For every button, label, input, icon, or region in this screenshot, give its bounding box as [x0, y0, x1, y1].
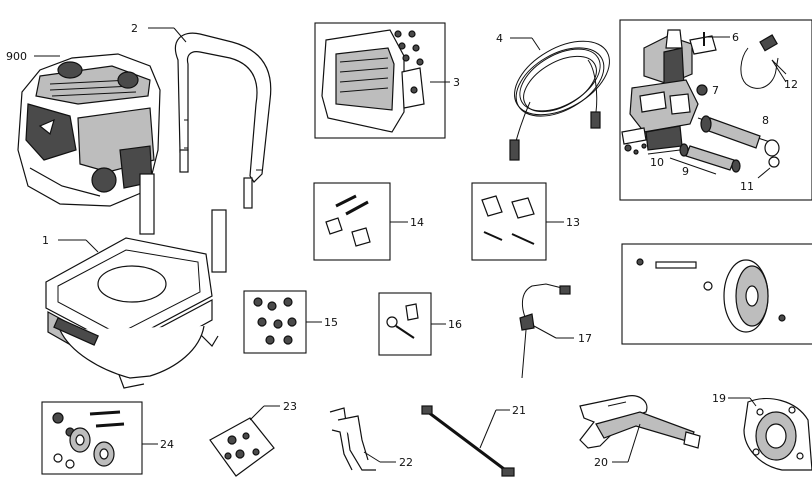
part-16-pin: [386, 303, 419, 339]
callout-15: 15: [324, 316, 338, 329]
callout-23: 23: [283, 400, 297, 413]
part-23-hardware-bag: [209, 417, 275, 477]
callout-21: 21: [512, 404, 526, 417]
callout-14: 14: [410, 216, 424, 229]
callout-13: 13: [566, 216, 580, 229]
callout-10: 10: [650, 156, 664, 169]
part-8-hose-kit: [697, 115, 780, 157]
part-21-spray-wand: [421, 405, 515, 477]
callout-20: 20: [594, 456, 608, 469]
callout-2: 2: [131, 22, 138, 35]
part-wheel-kit: [636, 258, 786, 333]
callout-17: 17: [578, 332, 592, 345]
part-3-panel: [321, 29, 425, 133]
callout-24: 24: [160, 438, 174, 451]
part-20-spray-gun: [579, 395, 701, 449]
part-900-engine: [17, 53, 161, 207]
callout-22: 22: [399, 456, 413, 469]
part-13-box: [471, 182, 547, 261]
part-2-handle: [174, 32, 272, 209]
part-15-hardware: [253, 297, 297, 345]
part-14-kit: [325, 194, 371, 247]
callout-16: 16: [448, 318, 462, 331]
part-24-wheel-hardware: [52, 410, 125, 469]
part-1-frame: [45, 173, 227, 389]
callout-6: 6: [732, 31, 739, 44]
callout-9: 9: [682, 165, 689, 178]
callout-8: 8: [762, 114, 769, 127]
part-4-hose: [509, 40, 610, 161]
callout-1: 1: [42, 234, 49, 247]
callout-12: 12: [784, 78, 798, 91]
part-11-oring: [768, 156, 780, 168]
part-13-clamps: [481, 195, 535, 245]
callout-7: 7: [712, 84, 719, 97]
callout-4: 4: [496, 32, 503, 45]
part-14-box: [313, 182, 391, 261]
part-wheel-box: [621, 243, 812, 345]
callout-19: 19: [712, 392, 726, 405]
part-pump-assembly: [621, 29, 717, 155]
part-17-spark-cable: [519, 283, 571, 379]
part-12-tube: [740, 34, 779, 89]
part-22-wand-holder: [329, 407, 376, 471]
callout-900: 900: [6, 50, 27, 63]
callout-11: 11: [740, 180, 754, 193]
callout-3: 3: [453, 76, 460, 89]
part-9-hose-kit: [679, 143, 741, 173]
part-19-hose-reel: [743, 398, 812, 471]
